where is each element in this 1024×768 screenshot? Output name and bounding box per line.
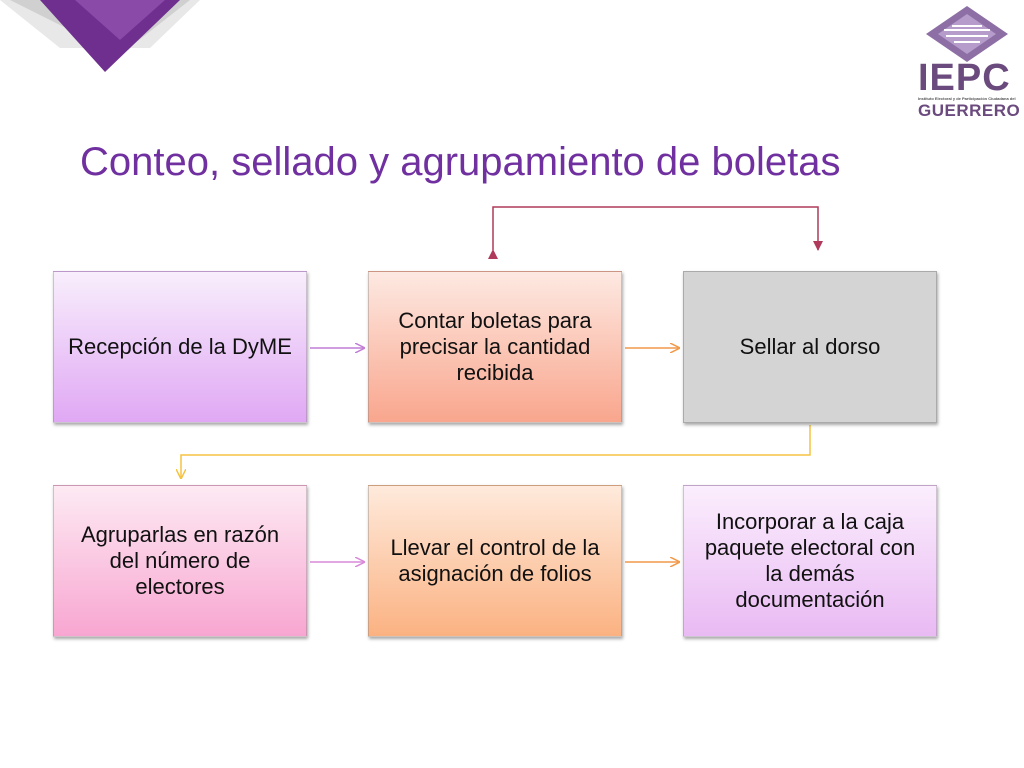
corner-decoration <box>0 0 200 72</box>
arrow-loop-step2-step3 <box>488 206 823 259</box>
corner-shape-purple <box>40 0 180 72</box>
step-box-recepcion: Recepción de la DyME <box>53 271 307 423</box>
slide-title: Conteo, sellado y agrupamiento de boleta… <box>80 140 841 184</box>
step-box-sellar: Sellar al dorso <box>683 271 937 423</box>
logo-wordmark: IEPC Instituto Electoral y de Participac… <box>918 57 1022 120</box>
logo-emblem-lines <box>944 25 990 43</box>
step-box-contar-boletas: Contar boletas para precisar la cantidad… <box>368 271 622 423</box>
logo-state: GUERRERO <box>918 101 1021 120</box>
step-box-incorporar: Incorporar a la caja paquete electoral c… <box>683 485 937 637</box>
arrow-step3-to-step4 <box>181 425 811 478</box>
iepc-logo-icon <box>926 6 1008 62</box>
step-box-control-folios: Llevar el control de la asignación de fo… <box>368 485 622 637</box>
logo-name: IEPC <box>918 57 1011 99</box>
step-box-agruparlas: Agruparlas en razón del número de electo… <box>53 485 307 637</box>
logo-subtitle: Instituto Electoral y de Participación C… <box>918 96 1016 102</box>
corner-shape-purple-light <box>75 0 165 40</box>
logo-diamond-inner <box>938 14 996 54</box>
